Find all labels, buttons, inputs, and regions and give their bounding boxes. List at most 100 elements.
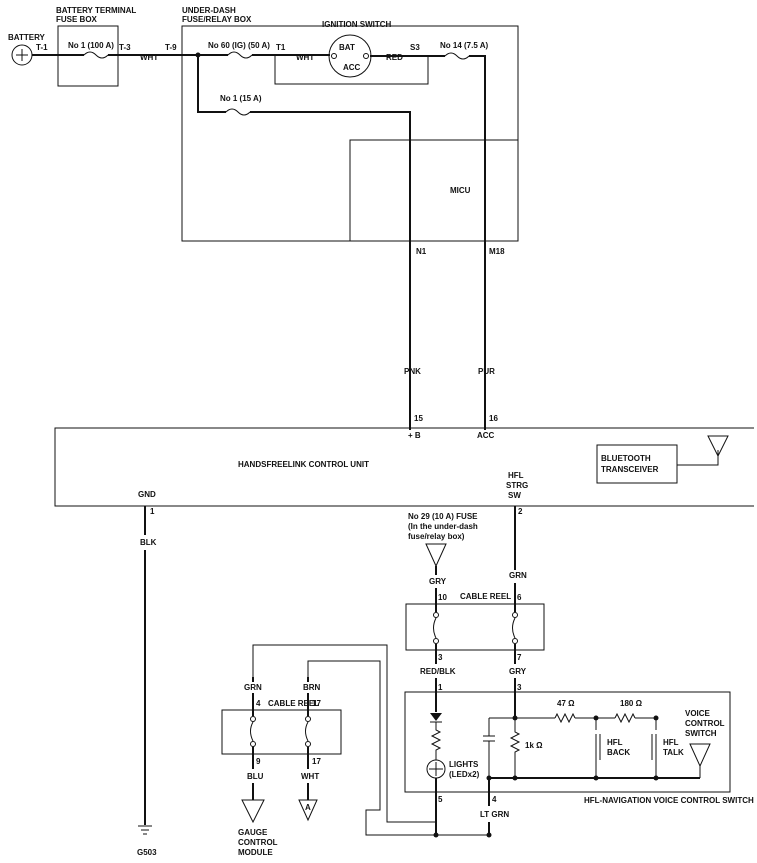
wire-label-gry-1: GRY — [429, 577, 447, 586]
battery-fuse-label: No 1 (100 A) — [68, 41, 114, 50]
wire-label-gry-2: GRY — [509, 667, 527, 676]
hfl-pin-2: 2 — [518, 507, 523, 516]
underdash-s3: S3 — [410, 43, 420, 52]
wire-label-wht-3: WHT — [301, 772, 319, 781]
fuse29-line3: fuse/relay box) — [408, 532, 465, 541]
gauge-connector-icon — [241, 799, 265, 824]
lights-label-2: (LEDx2) — [449, 770, 480, 779]
micu-box — [349, 139, 519, 242]
fuse-14-symbol — [444, 52, 470, 60]
wire-label-wht-1: WHT — [140, 53, 158, 62]
junction-dot-ltgrn-out — [486, 832, 492, 838]
wire-label-wht-2: WHT — [296, 53, 314, 62]
lights-led-cross — [429, 762, 443, 776]
micu-pin-m18: M18 — [489, 247, 505, 256]
wire-label-grn-2: GRN — [244, 683, 262, 692]
reel-right-contact-1 — [433, 604, 439, 650]
pin-15: 15 — [414, 414, 423, 423]
battery-terminal: T-1 — [36, 43, 48, 52]
underdash-in-terminal: T-9 — [165, 43, 177, 52]
fuse29-line2: (In the under-dash — [408, 522, 478, 531]
underdash-title1: UNDER-DASH — [182, 6, 236, 15]
reel-right-pin-7: 7 — [517, 653, 522, 662]
voice-control-switch-box-label: HFL-NAVIGATION VOICE CONTROL SWITCH — [584, 796, 754, 805]
junction-dot-bottom-2 — [512, 775, 518, 781]
voice-control-switch-icon — [689, 743, 711, 768]
fuse-ig-symbol — [227, 51, 253, 59]
battery-label: BATTERY — [8, 33, 46, 42]
micu-pin-n1: N1 — [416, 247, 427, 256]
micu-label: MICU — [450, 186, 471, 195]
gauge-label-3: MODULE — [238, 848, 273, 857]
antenna-lead — [677, 450, 719, 466]
resistor-1k — [509, 718, 521, 778]
reel-left-contact-1 — [250, 710, 256, 754]
vcs-pin-3: 3 — [517, 683, 522, 692]
fuse-14-label: No 14 (7.5 A) — [440, 41, 488, 50]
vcs-pin-4: 4 — [492, 795, 497, 804]
cable-reel-right — [405, 603, 545, 651]
ignition-acc-label: ACC — [343, 63, 361, 72]
voice-control-switch-box — [404, 691, 731, 793]
wire-label-red: RED — [386, 53, 403, 62]
reel-right-contact-2 — [512, 604, 518, 650]
reel-right-pin-6: 6 — [517, 593, 522, 602]
fuse29-source-icon — [425, 543, 447, 568]
hfl-plus-b: + B — [408, 431, 421, 440]
wire-to-fuse-15a — [197, 55, 226, 113]
wire-label-brn: BRN — [303, 683, 321, 692]
junction-dot-bottom-3 — [593, 775, 599, 781]
voice-control-label-2: CONTROL — [685, 719, 725, 728]
fuse-100a-symbol — [83, 51, 109, 59]
fuse29-line1: No 29 (10 A) FUSE — [408, 512, 478, 521]
ignition-bat-label: BAT — [339, 43, 355, 52]
hfl-talk-label-1: HFL — [663, 738, 679, 747]
resistor-1k-label: 1k Ω — [525, 741, 543, 750]
underdash-title2: FUSE/RELAY BOX — [182, 15, 252, 24]
fuse-15a-symbol — [225, 108, 251, 116]
battery-fuse-box-title2: FUSE BOX — [56, 15, 98, 24]
capacitor — [483, 718, 495, 778]
wire-label-red-blk: RED/BLK — [420, 667, 456, 676]
ignition-bat-contact — [331, 53, 337, 59]
ground-icon — [138, 825, 152, 835]
ground-label: G503 — [137, 848, 157, 857]
wire-fuse-15a-to-n1 — [250, 111, 411, 430]
resistor-180-label: 180 Ω — [620, 699, 643, 708]
resistor-47-label: 47 Ω — [557, 699, 575, 708]
cable-reel-right-label: CABLE REEL — [460, 592, 511, 601]
hfl-back-label-1: HFL — [607, 738, 623, 747]
reel-left-pin-9: 9 — [256, 757, 261, 766]
vcs-pin-5: 5 — [438, 795, 443, 804]
hfl-back-label-2: BACK — [607, 748, 630, 757]
reel-left-pin-17b: 17 — [312, 757, 321, 766]
ignition-switch-title: IGNITION SWITCH — [322, 20, 392, 29]
lights-label-1: LIGHTS — [449, 760, 479, 769]
hfl-gnd: GND — [138, 490, 156, 499]
hfl-strg-sw-1: HFL — [508, 471, 524, 480]
hfl-strg-sw-3: SW — [508, 491, 521, 500]
hfl-acc: ACC — [477, 431, 495, 440]
voice-control-label-3: SWITCH — [685, 729, 717, 738]
battery-symbol — [11, 44, 33, 66]
reel-left-contact-2 — [305, 710, 311, 754]
bluetooth-transceiver-box — [596, 444, 678, 484]
bluetooth-label-2: TRANSCEIVER — [601, 465, 659, 474]
led-resistor — [430, 722, 442, 760]
wire-label-blk: BLK — [140, 538, 157, 547]
wire-label-grn-1: GRN — [509, 571, 527, 580]
gauge-label-2: CONTROL — [238, 838, 278, 847]
reel-left-pin-4: 4 — [256, 699, 261, 708]
antenna-icon — [707, 435, 729, 458]
ignition-acc-contact — [363, 53, 369, 59]
hfl-talk-label-2: TALK — [663, 748, 684, 757]
wire-label-pnk: PNK — [404, 367, 421, 376]
junction-dot-led-out — [433, 832, 439, 838]
cable-reel-left — [221, 709, 342, 755]
hfl-pin-1: 1 — [150, 507, 155, 516]
bluetooth-label-1: BLUETOOTH — [601, 454, 651, 463]
reel-right-pin-3: 3 — [438, 653, 443, 662]
reel-left-pin-17a: 17 — [312, 699, 321, 708]
